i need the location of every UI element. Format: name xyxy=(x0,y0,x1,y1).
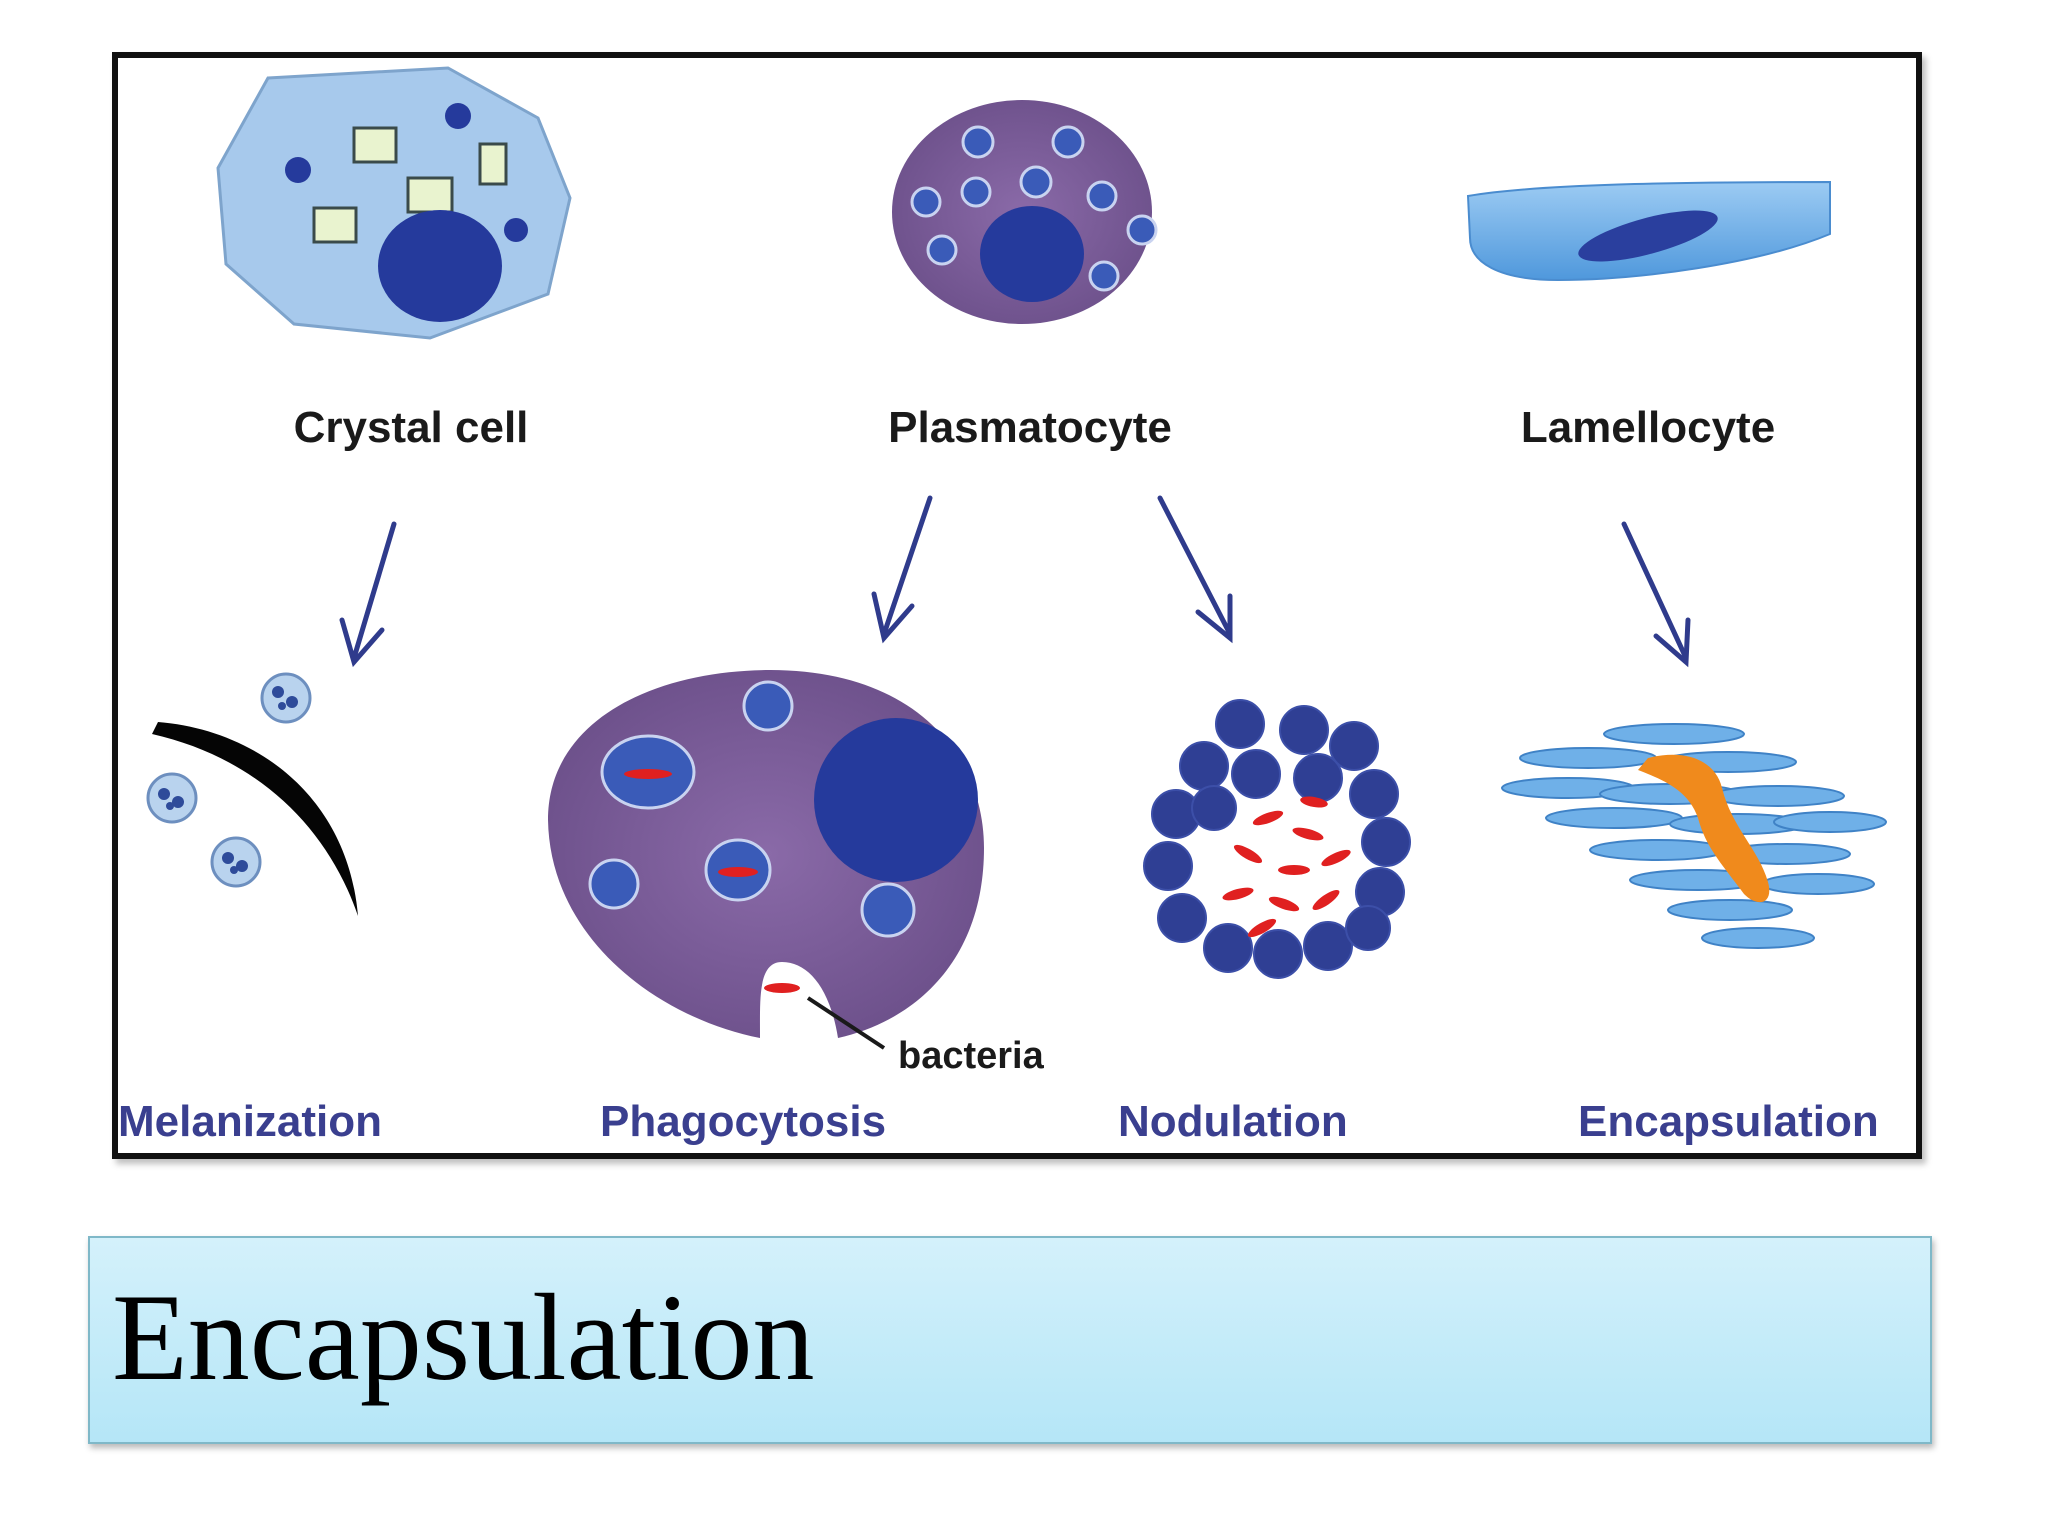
process-label-nodulation: Nodulation xyxy=(1118,1097,1348,1146)
process-label-encapsulation: Encapsulation xyxy=(1578,1097,1879,1146)
melanization-icon xyxy=(146,672,358,916)
process-label-phagocytosis: Phagocytosis xyxy=(600,1097,886,1146)
arrow-plasmatocyte-to-phagocytosis xyxy=(871,495,933,644)
phagocytosis-icon xyxy=(548,670,984,1050)
nodulation-icon xyxy=(1143,699,1411,979)
caption-bar: Encapsulation xyxy=(88,1236,1932,1444)
caption-title: Encapsulation xyxy=(112,1269,815,1406)
lamellocyte-icon xyxy=(1466,180,1831,282)
bacteria-callout: bacteria xyxy=(898,1035,1045,1077)
plasmatocyte-icon xyxy=(892,100,1158,324)
cell-title-lamellocyte: Lamellocyte xyxy=(1521,403,1775,452)
hemocyte-diagram: Crystal cell Plasmatocyte Lamellocyte xyxy=(118,66,1887,1146)
arrow-lamellocyte-to-encapsulation xyxy=(1621,521,1691,668)
crystal-cell-icon xyxy=(216,66,572,340)
cell-title-plasmatocyte: Plasmatocyte xyxy=(888,403,1172,452)
encapsulation-icon xyxy=(1501,723,1887,949)
arrow-crystal-to-melanization xyxy=(339,521,397,668)
process-label-melanization: Melanization xyxy=(118,1097,382,1146)
diagram-frame: Crystal cell Plasmatocyte Lamellocyte xyxy=(112,52,1922,1159)
cell-title-crystal: Crystal cell xyxy=(294,403,529,452)
arrow-plasmatocyte-to-nodulation xyxy=(1157,495,1233,644)
